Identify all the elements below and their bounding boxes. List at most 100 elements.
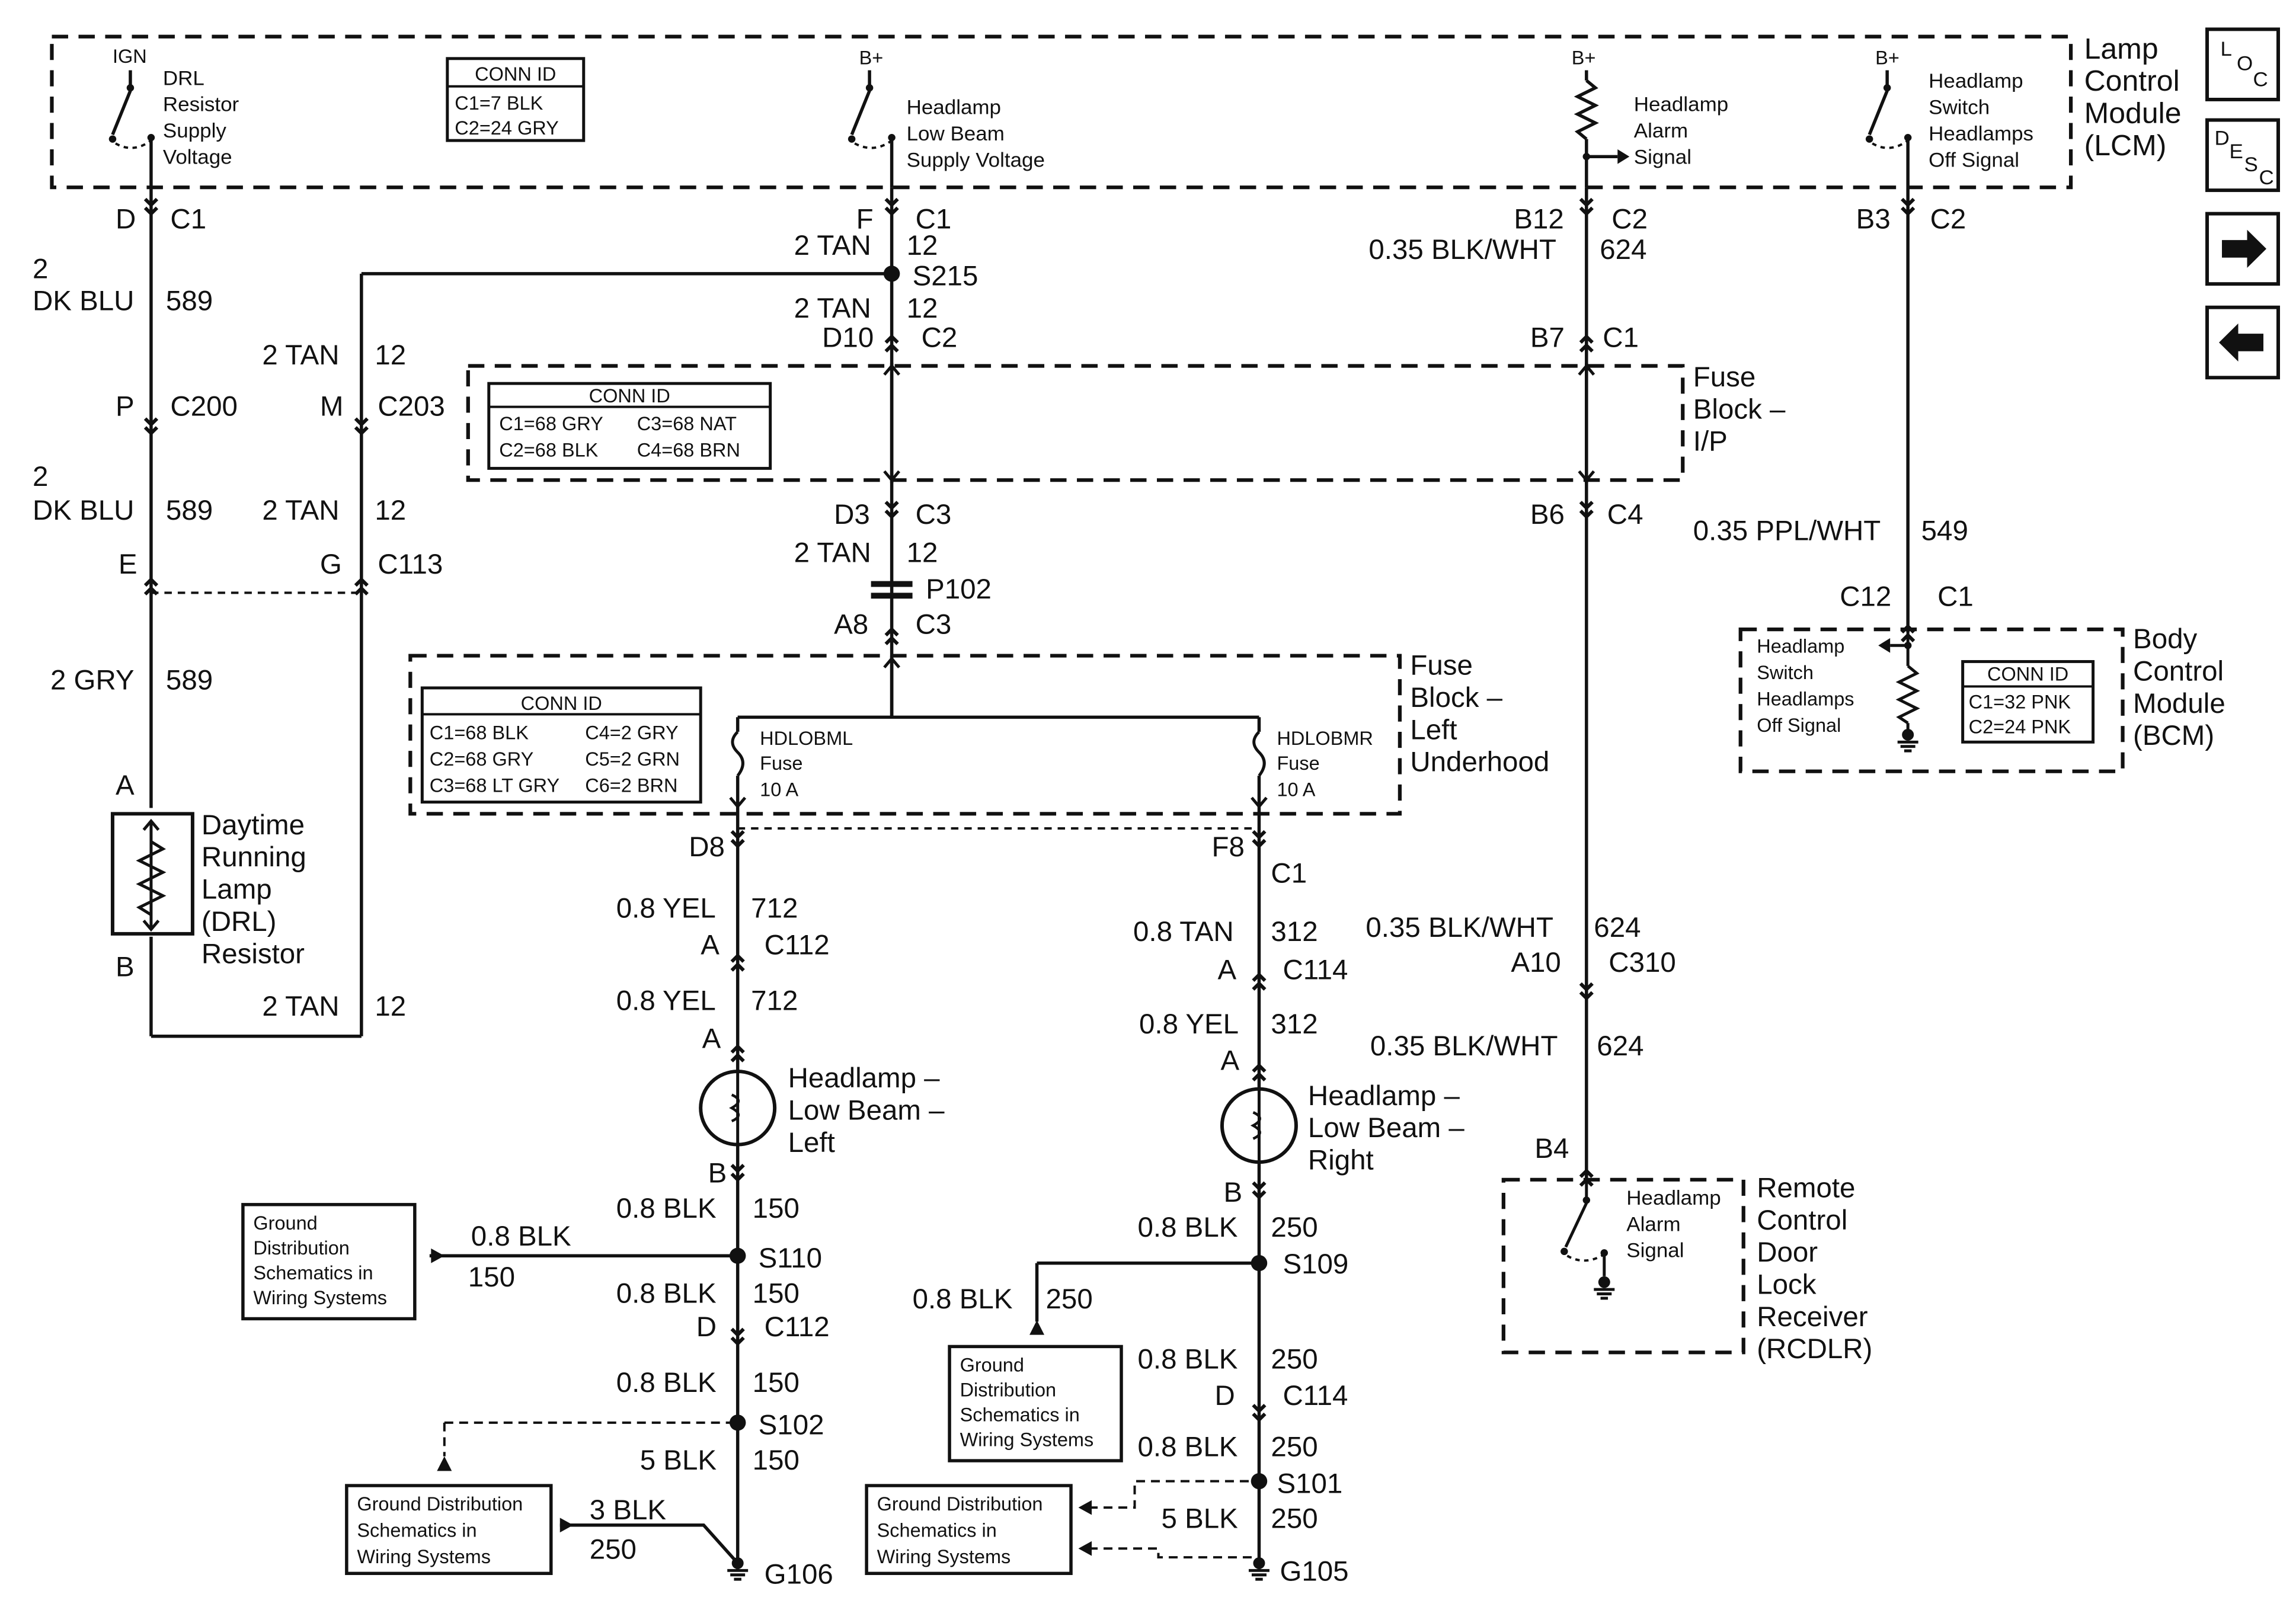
wire-label: C4 xyxy=(1607,500,1643,531)
wire-label: G106 xyxy=(765,1559,833,1590)
wire-label: D xyxy=(116,204,136,235)
conn-id-cell: C2=68 BLK xyxy=(499,440,599,461)
wire-label: 0.8 BLK xyxy=(471,1221,571,1252)
wire-label: DK BLU xyxy=(33,495,134,526)
conn-id-header: CONN ID xyxy=(521,693,602,714)
gd-label: Wiring Systems xyxy=(357,1546,491,1567)
lcm-title: Lamp Control Module (LCM) xyxy=(2084,32,2182,162)
ground-ref-box-2[interactable]: Ground Distribution Schematics in Wiring… xyxy=(948,1320,1123,1462)
wire-label: C114 xyxy=(1283,1380,1348,1411)
wire-label: 2 TAN xyxy=(262,495,339,526)
rcdlr-title: Control xyxy=(1757,1205,1847,1236)
wire-label: 2 TAN xyxy=(262,991,339,1022)
rcdlr-boundary xyxy=(1501,1177,1745,1355)
ref-arrow-icon xyxy=(437,1456,452,1471)
next-arrow-button[interactable] xyxy=(2205,212,2281,286)
wire-label: 0.8 YEL xyxy=(616,893,716,924)
fuse-block-underhood-boundary xyxy=(408,654,1402,816)
wire-label: 589 xyxy=(166,665,213,696)
gd-label: Distribution xyxy=(253,1237,350,1259)
wire-label: S110 xyxy=(759,1243,822,1274)
gd-label: Wiring Systems xyxy=(960,1429,1094,1451)
wire-label: C2 xyxy=(922,322,958,354)
bcm-module: Headlamp Switch Headlamps Off Signal CON… xyxy=(1738,623,2225,773)
wire-label: 0.35 BLK/WHT xyxy=(1366,912,1553,943)
wire-label: 250 xyxy=(1271,1344,1318,1375)
wire-label: C112 xyxy=(765,930,830,961)
gd-label: Ground Distribution xyxy=(357,1493,523,1515)
bplus-label: B+ xyxy=(859,47,884,69)
fuse-label: Fuse xyxy=(760,753,802,774)
loc-button[interactable]: L O C xyxy=(2205,27,2281,101)
drl-title: Running xyxy=(202,841,306,873)
wire-label: 250 xyxy=(1271,1503,1318,1535)
fuse-hdlobml: HDLOBML Fuse 10 A xyxy=(729,728,853,809)
left-arrow-icon xyxy=(2219,323,2264,362)
rcdlr-signal-label: Headlamp xyxy=(1626,1187,1721,1209)
lcm-title-line: (LCM) xyxy=(2084,129,2167,162)
sw-off-label: Headlamp xyxy=(1929,70,2023,92)
wire-label: 712 xyxy=(751,893,798,924)
hlb-supply-label: Supply Voltage xyxy=(907,149,1045,172)
bcm-title: Body xyxy=(2133,623,2198,655)
hlb-supply-label: Headlamp xyxy=(907,97,1001,119)
wire-label: C3 xyxy=(916,609,952,641)
bcm-title: Control xyxy=(2133,656,2224,687)
fuse-block-ip-title: Fuse xyxy=(1693,361,1756,393)
ign-switch: IGN DRL Resistor Supply Voltage xyxy=(108,46,239,188)
wire-label: 2 TAN xyxy=(794,293,871,324)
bplus-label: B+ xyxy=(1875,47,1900,69)
conn-id-row: C1=32 PNK xyxy=(1969,692,2071,713)
wire-label: C310 xyxy=(1609,947,1675,978)
wire-label: D8 xyxy=(689,831,725,863)
drl-supply-label: Supply xyxy=(163,120,227,142)
ground-ref-box-3[interactable]: Ground Distribution Schematics in Wiring… xyxy=(345,1456,574,1575)
drl-resistor: Daytime Running Lamp (DRL) Resistor xyxy=(110,809,306,969)
alarm-label: Alarm xyxy=(1634,120,1688,142)
gd-label: Ground Distribution xyxy=(877,1493,1043,1515)
wire-label: D10 xyxy=(822,322,874,354)
gd-label: Schematics in xyxy=(960,1404,1080,1426)
fuse-block-ip-title: I/P xyxy=(1693,426,1728,457)
wire-label: 250 xyxy=(590,1534,637,1566)
lcm-conn-id-table: CONN ID C1=7 BLK C2=24 GRY xyxy=(446,57,586,142)
ground-ref-box-1[interactable]: Ground Distribution Schematics in Wiring… xyxy=(241,1203,445,1321)
wire-label: 0.8 TAN xyxy=(1133,916,1234,948)
desc-button[interactable]: D E S C xyxy=(2205,118,2281,193)
wire-label: A xyxy=(1217,955,1236,986)
wire-label: C12 xyxy=(1840,581,1891,613)
alarm-signal-resistor: B+ Headlamp Alarm Signal xyxy=(1572,47,1728,188)
wire-label: A xyxy=(701,930,720,961)
wire-label: 2 xyxy=(33,254,48,285)
fuse-block-uh-title: Underhood xyxy=(1410,747,1549,778)
ground-ref-box-4[interactable]: Ground Distribution Schematics in Wiring… xyxy=(865,1484,1092,1575)
wire-label: 150 xyxy=(753,1367,800,1398)
ign-label: IGN xyxy=(113,46,147,67)
wire-label: F8 xyxy=(1211,831,1244,863)
loc-letter: L xyxy=(2221,38,2232,60)
wire-label: 2 TAN xyxy=(262,340,339,371)
wire-label: B xyxy=(1223,1177,1242,1208)
ref-arrow-icon xyxy=(559,1518,574,1533)
gd-label: Schematics in xyxy=(253,1262,373,1283)
lamp-left-title: Headlamp – xyxy=(788,1062,941,1094)
wire-label: 0.8 BLK xyxy=(1138,1212,1238,1243)
prev-arrow-button[interactable] xyxy=(2205,305,2281,380)
wire-label: 624 xyxy=(1597,1030,1643,1062)
wire-label: 5 BLK xyxy=(1161,1503,1237,1535)
fuse-block-uh-title: Block – xyxy=(1410,682,1502,713)
wire-label: 0.35 PPL/WHT xyxy=(1693,516,1881,547)
fuse-block-ip: CONN ID C1=68 GRY C3=68 NAT C2=68 BLK C4… xyxy=(466,361,1786,484)
wire-label: 12 xyxy=(375,991,406,1022)
wire-label: 0.8 YEL xyxy=(1139,1009,1239,1040)
fuse-block-ip-boundary xyxy=(466,364,1685,482)
loc-letter: O xyxy=(2237,53,2253,75)
fuse-block-ip-title: Block – xyxy=(1693,394,1786,425)
lcm-title-line: Module xyxy=(2084,97,2182,130)
conn-id-row: C2=24 GRY xyxy=(455,117,558,139)
wire-label: 0.8 BLK xyxy=(1138,1344,1238,1375)
lcm-boundary xyxy=(50,34,2073,190)
wire-label: M xyxy=(320,391,344,422)
wire-label: C203 xyxy=(378,391,445,422)
wire-label: 0.8 BLK xyxy=(616,1278,717,1310)
